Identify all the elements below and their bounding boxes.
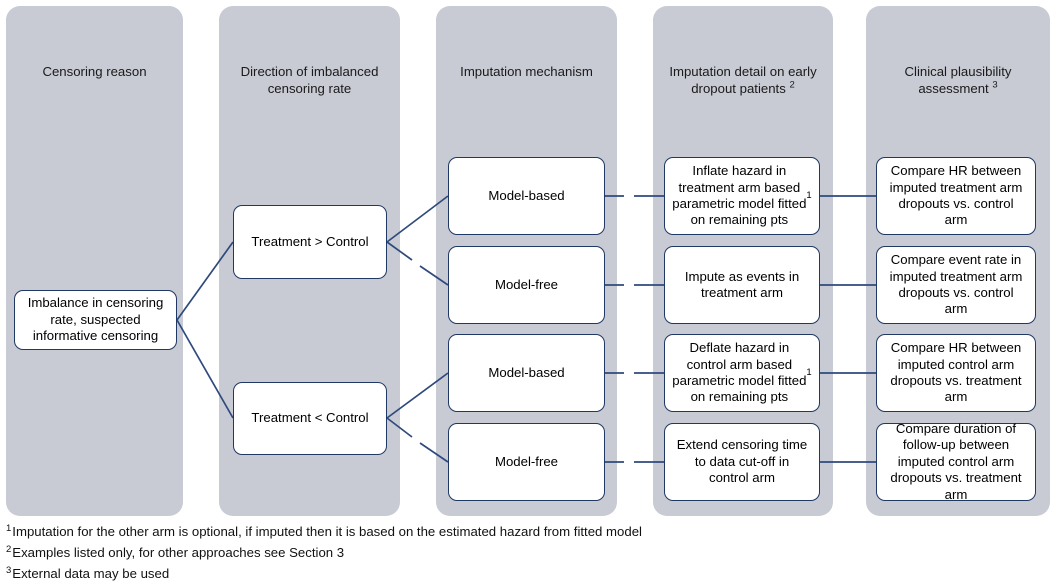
- node-detail-row2-impute-as-events[interactable]: Impute as events in treatment arm: [664, 246, 820, 324]
- column-header-imputation-detail-text: Imputation detail on early dropout patie…: [669, 64, 817, 96]
- node-assessment-row2-compare-event-rate[interactable]: Compare event rate in imputed treatment …: [876, 246, 1036, 324]
- node-detail-row4-extend-censoring-time[interactable]: Extend censoring time to data cut-off in…: [664, 423, 820, 501]
- column-header-imputation-detail-footnote-marker: 2: [789, 79, 795, 91]
- footnote-1-marker: 1: [6, 522, 12, 534]
- node-mechanism-row2-model-free[interactable]: Model-free: [448, 246, 605, 324]
- node-detail-row3-deflate-hazard[interactable]: Deflate hazard in control arm based para…: [664, 334, 820, 412]
- footnote-2-marker: 2: [6, 543, 12, 555]
- footnote-3-text: External data may be used: [12, 566, 170, 581]
- node-detail-row1-text: Inflate hazard in treatment arm based pa…: [672, 163, 807, 228]
- column-panel-censoring-reason: Censoring reason: [6, 6, 183, 516]
- column-header-clinical-plausibility-text: Clinical plausibility assessment: [904, 64, 1012, 96]
- node-assessment-row3-compare-hr-control[interactable]: Compare HR between imputed control arm d…: [876, 334, 1036, 412]
- column-header-clinical-plausibility-footnote-marker: 3: [992, 79, 998, 91]
- node-treatment-less-control[interactable]: Treatment < Control: [233, 382, 387, 455]
- footnote-3-marker: 3: [6, 564, 12, 576]
- column-header-direction: Direction of imbalanced censoring rate: [240, 64, 379, 96]
- column-header-imputation-detail: Imputation detail on early dropout patie…: [659, 64, 827, 97]
- footnote-3: 3External data may be used: [6, 563, 1046, 584]
- column-header-censoring-reason: Censoring reason: [42, 64, 147, 79]
- footnote-1-text: Imputation for the other arm is optional…: [12, 524, 642, 539]
- node-detail-row3-text: Deflate hazard in control arm based para…: [672, 340, 807, 405]
- column-header-clinical-plausibility: Clinical plausibility assessment 3: [872, 64, 1044, 97]
- node-mechanism-row1-model-based[interactable]: Model-based: [448, 157, 605, 235]
- node-mechanism-row4-model-free[interactable]: Model-free: [448, 423, 605, 501]
- footnote-2-text: Examples listed only, for other approach…: [12, 545, 345, 560]
- footnotes-block: 1Imputation for the other arm is optiona…: [6, 521, 1046, 584]
- node-assessment-row4-compare-duration[interactable]: Compare duration of follow-up between im…: [876, 421, 1036, 502]
- node-detail-row4-text: Extend censoring time to data cut-off in…: [676, 437, 808, 486]
- node-mechanism-row3-model-based[interactable]: Model-based: [448, 334, 605, 412]
- footnote-1: 1Imputation for the other arm is optiona…: [6, 521, 1046, 542]
- node-treatment-greater-control[interactable]: Treatment > Control: [233, 205, 387, 279]
- footnote-2: 2Examples listed only, for other approac…: [6, 542, 1046, 563]
- node-censoring-reason[interactable]: Imbalance in censoring rate, suspected i…: [14, 290, 177, 350]
- node-assessment-row1-compare-hr-treatment[interactable]: Compare HR between imputed treatment arm…: [876, 157, 1036, 235]
- node-detail-row1-inflate-hazard[interactable]: Inflate hazard in treatment arm based pa…: [664, 157, 820, 235]
- column-header-imputation-mechanism: Imputation mechanism: [460, 64, 593, 79]
- node-detail-row2-text: Impute as events in treatment arm: [684, 268, 800, 300]
